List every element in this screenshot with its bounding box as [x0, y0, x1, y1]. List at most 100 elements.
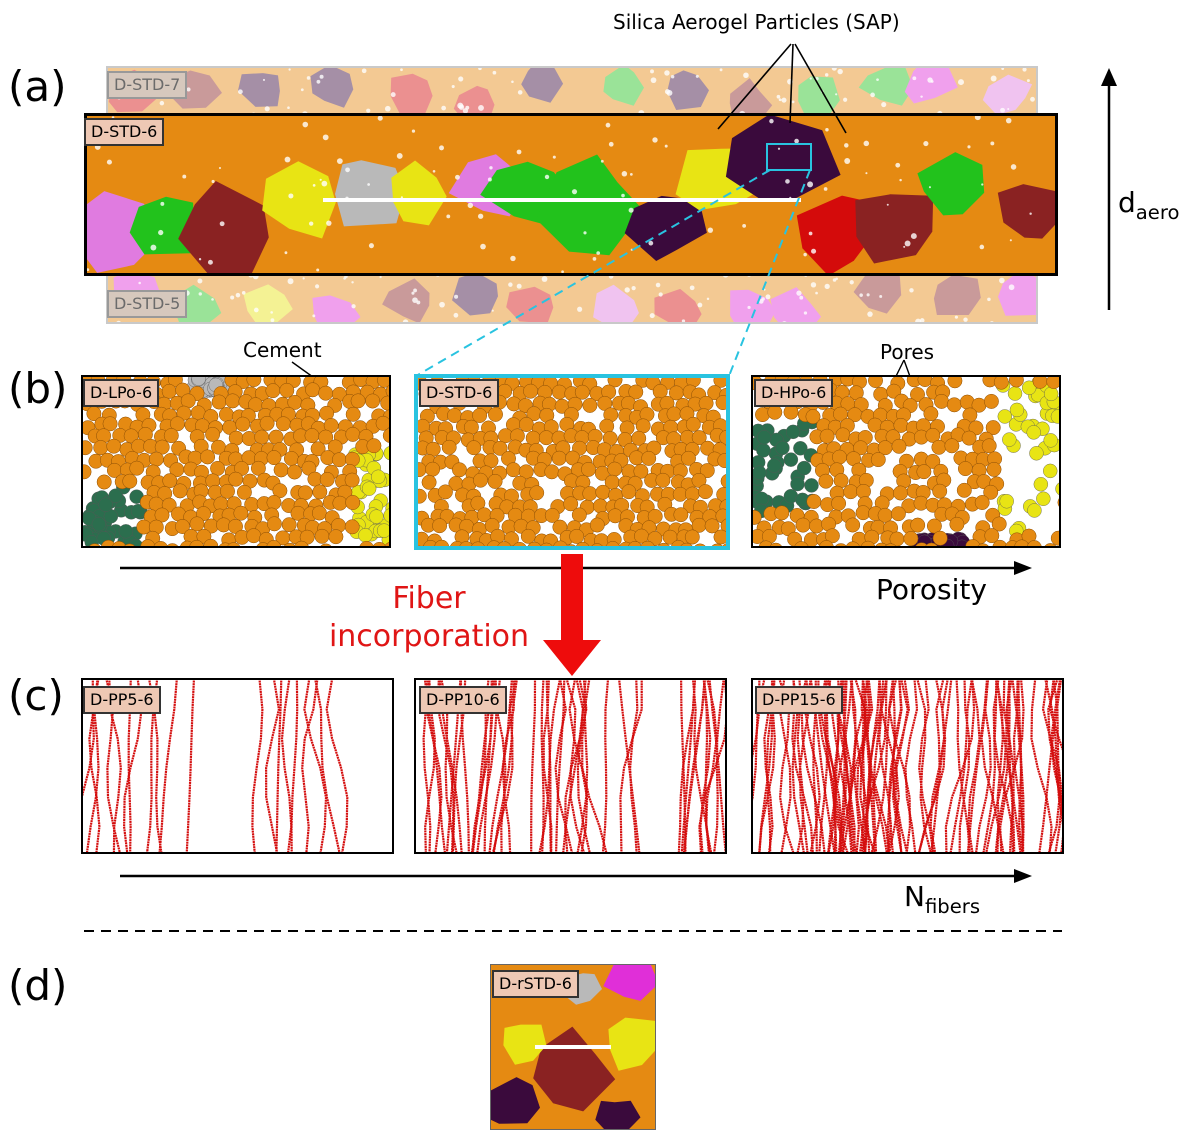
pore: [707, 227, 714, 233]
pore: [777, 147, 781, 150]
pore: [319, 74, 324, 79]
cement-sphere: [423, 540, 438, 546]
pore: [689, 285, 695, 291]
aerogel-particle: [933, 274, 981, 315]
cement-sphere: [382, 428, 389, 443]
pore: [832, 278, 837, 282]
cement-sphere: [592, 498, 608, 514]
fiber: [886, 680, 896, 852]
pp15-fibers: [753, 680, 1062, 852]
pore: [457, 102, 464, 109]
pore: [815, 291, 818, 295]
cement-sphere: [993, 377, 1009, 390]
pore: [628, 207, 634, 213]
pore: [211, 298, 214, 301]
cement-sphere: [720, 474, 726, 489]
aerogel-sphere: [775, 440, 790, 456]
cement-sphere: [699, 463, 715, 479]
cement-label: Cement: [243, 338, 322, 362]
fiber: [601, 680, 610, 852]
zoom-source-box: [766, 143, 812, 171]
pore: [903, 245, 906, 248]
pore: [552, 155, 556, 159]
aerogel-sphere: [383, 508, 389, 523]
cement-sphere: [627, 541, 643, 546]
pore: [876, 78, 879, 82]
pore: [1026, 79, 1030, 83]
pore: [629, 173, 633, 176]
pore: [927, 77, 933, 83]
cement-sphere: [946, 397, 962, 413]
fiber: [955, 680, 971, 852]
pore: [810, 282, 817, 288]
cement-sphere: [273, 462, 289, 478]
cement-sphere: [365, 393, 381, 409]
tag-hpo: D-HPo-6: [754, 379, 834, 407]
pore: [807, 181, 814, 188]
pore: [843, 97, 848, 102]
pore: [835, 93, 838, 96]
aerogel-sphere: [369, 509, 384, 524]
fiber: [1041, 680, 1062, 852]
pore: [561, 270, 564, 273]
aerogel-sphere: [1043, 433, 1058, 448]
fiber: [1002, 680, 1015, 852]
pore: [492, 70, 497, 75]
cement-sphere: [425, 461, 441, 477]
aerogel-particle: [603, 965, 655, 1001]
cement-sphere: [106, 438, 122, 454]
aerogel-particle: [730, 289, 776, 322]
pore: [719, 68, 723, 72]
cement-sphere: [283, 451, 299, 466]
cement-sphere: [235, 416, 251, 432]
cement-sphere: [527, 541, 542, 546]
cement-sphere: [266, 516, 282, 532]
cement-sphere: [384, 541, 389, 546]
cement-sphere: [553, 540, 568, 546]
pore: [794, 138, 799, 144]
pore: [886, 203, 889, 206]
pore: [785, 179, 790, 184]
aerogel-sphere: [804, 478, 819, 493]
pore: [511, 80, 514, 83]
cement-sphere: [910, 387, 925, 402]
cement-sphere: [189, 539, 205, 546]
cement-sphere: [868, 377, 883, 388]
cement-sphere: [471, 541, 485, 546]
aerogel-particle: [238, 73, 280, 107]
cement-sphere: [845, 541, 860, 546]
pore: [621, 171, 628, 177]
cement-sphere: [932, 483, 948, 499]
fiber: [849, 680, 857, 852]
pore: [262, 78, 266, 81]
aerogel-sphere: [1029, 446, 1044, 461]
cement-sphere: [345, 406, 361, 422]
cement-sphere: [845, 517, 861, 533]
cement-sphere: [344, 472, 360, 488]
pore: [218, 166, 222, 170]
cement-sphere: [297, 485, 313, 501]
cement-sphere: [153, 541, 168, 546]
pore: [454, 294, 459, 299]
cement-sphere: [473, 472, 488, 488]
fiber: [827, 680, 853, 852]
d-aero-arrow: [1101, 68, 1117, 310]
pore: [867, 311, 873, 317]
cement-sphere: [318, 429, 334, 445]
pore: [478, 104, 484, 111]
pore: [979, 244, 985, 250]
pore: [865, 172, 868, 175]
aerogel-particle: [503, 1024, 547, 1065]
std6-strip-particles: [87, 116, 1055, 273]
cement-sphere: [421, 474, 437, 490]
pore: [835, 277, 838, 281]
fiber: [691, 680, 711, 852]
aerogel-particle: [982, 74, 1033, 114]
pore: [412, 297, 418, 304]
cement-sphere: [691, 430, 707, 446]
fiber: [280, 680, 293, 852]
pore: [1010, 164, 1017, 170]
aerogel-particle: [262, 161, 336, 239]
cement-sphere: [977, 543, 989, 546]
aerogel-sphere: [130, 503, 146, 519]
